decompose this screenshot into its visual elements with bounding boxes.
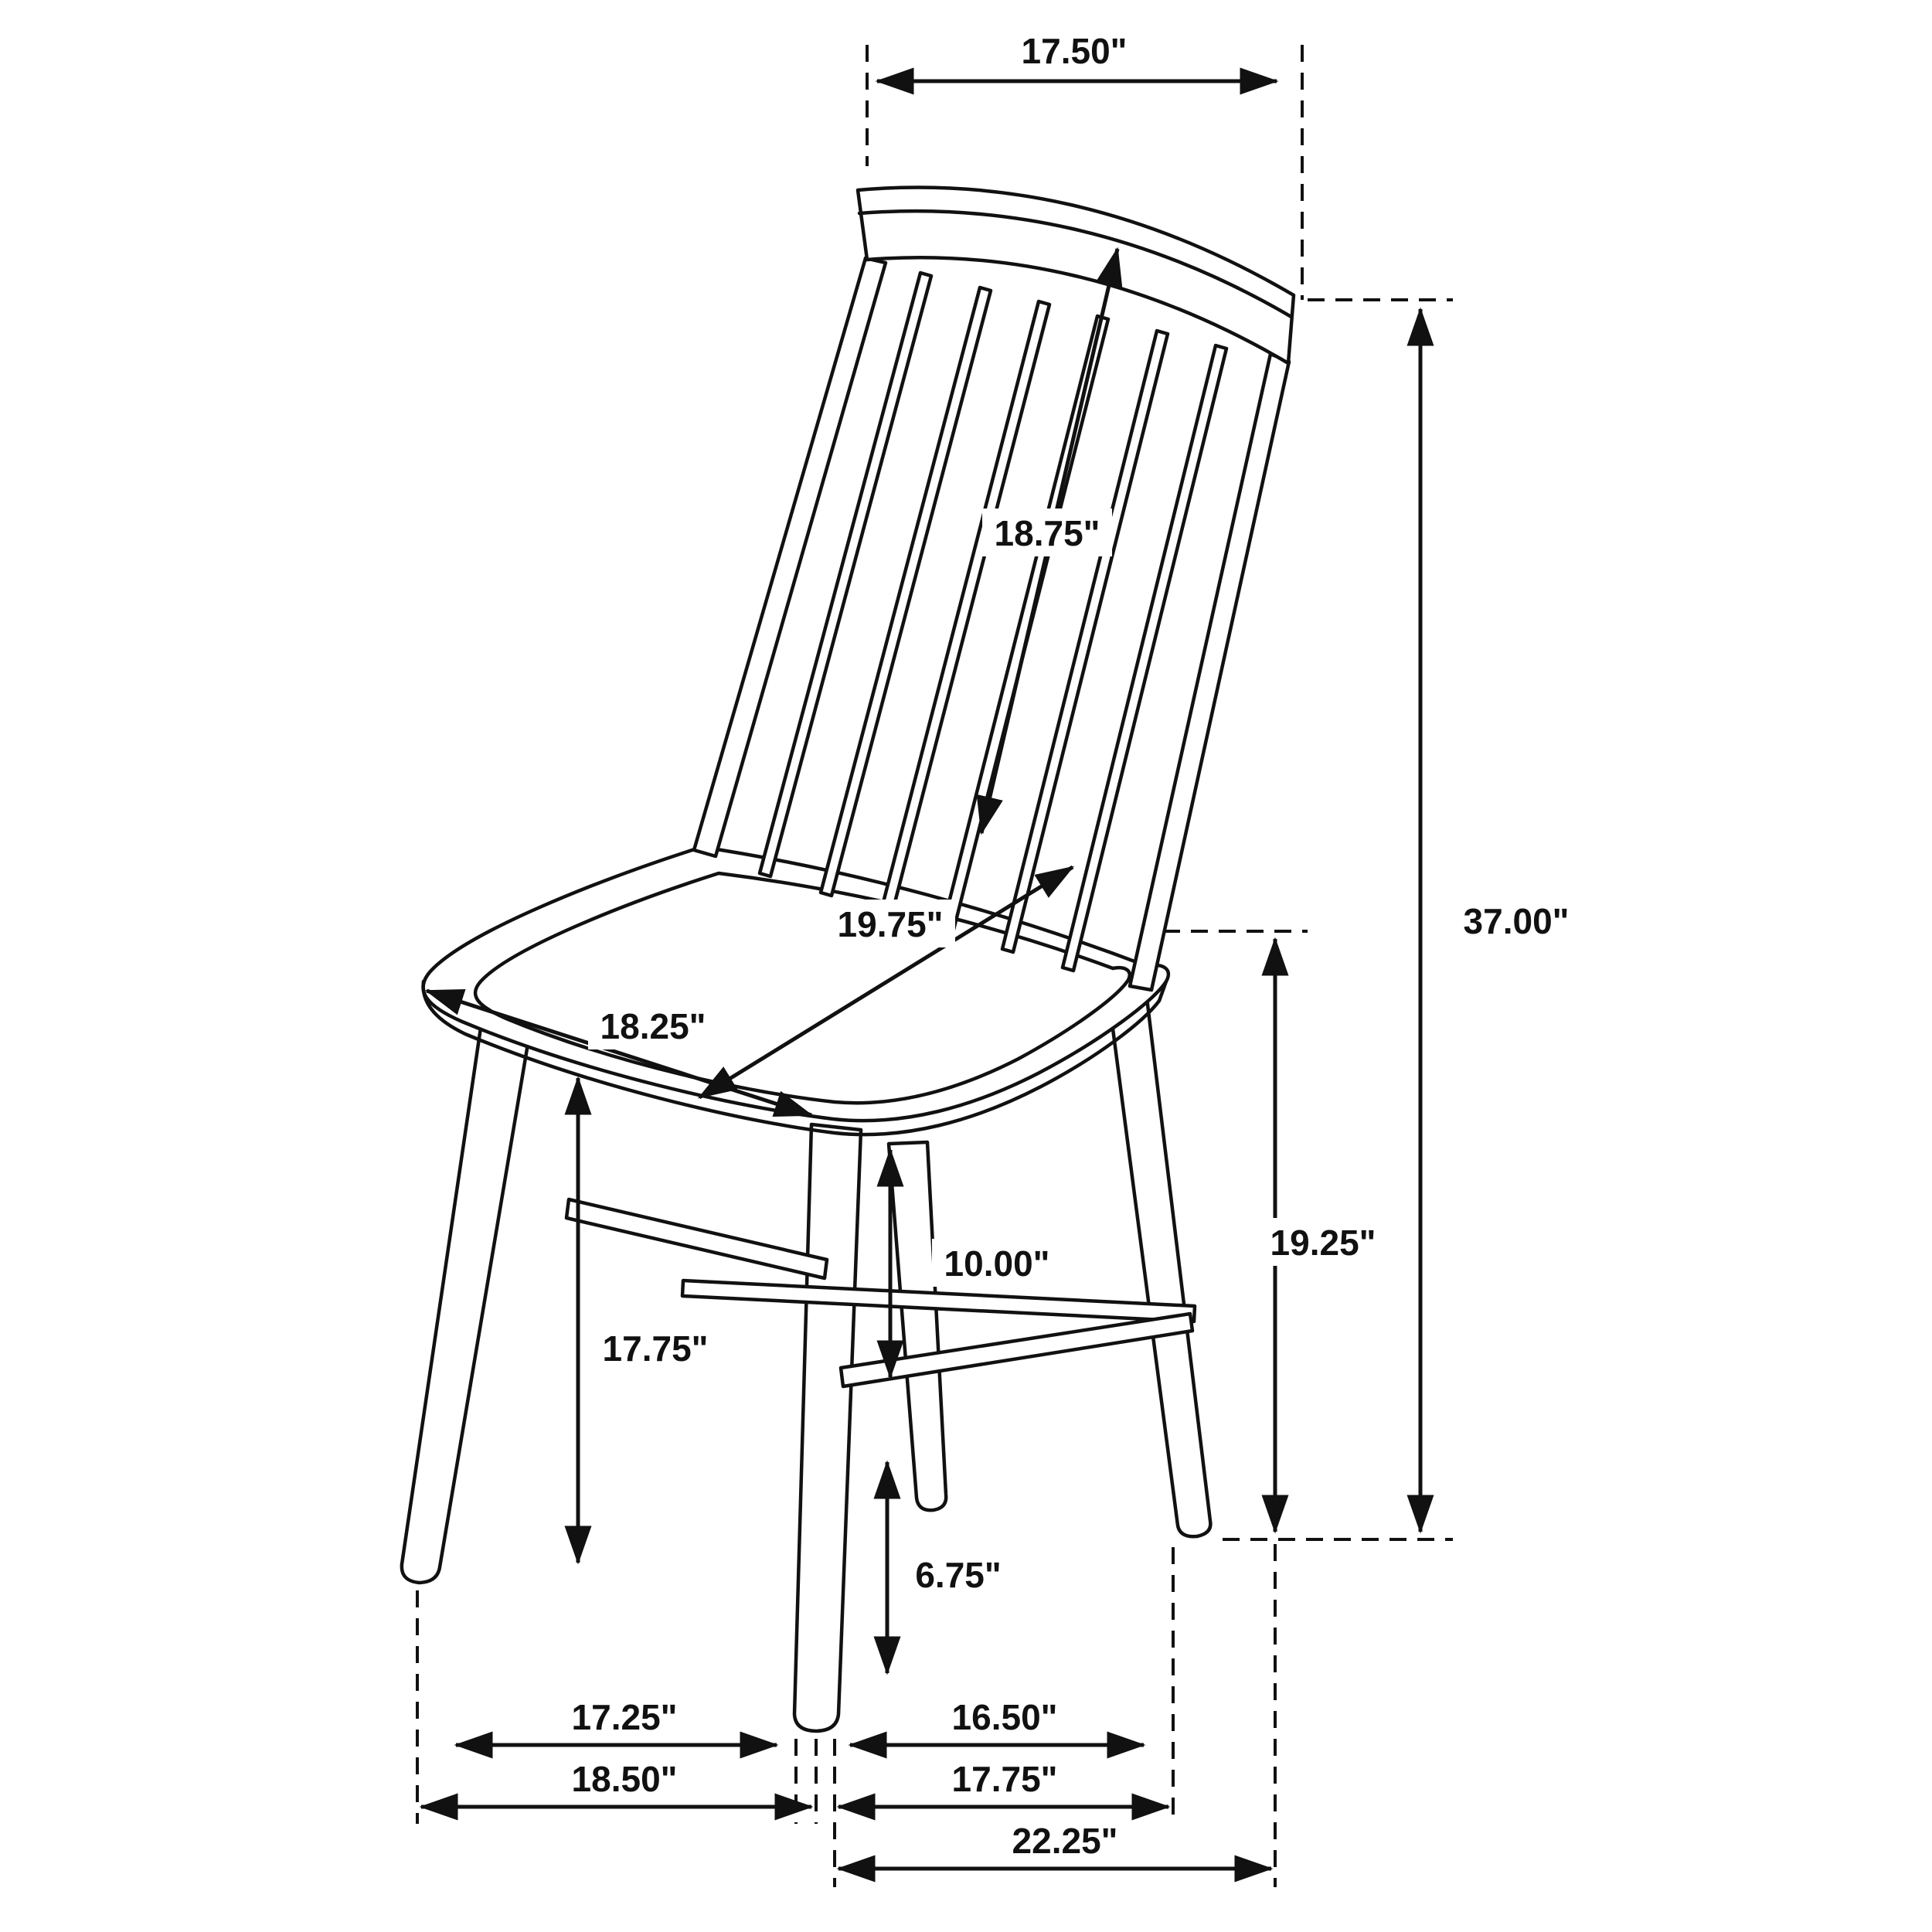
dim-side-legs-inner-label: 16.50" xyxy=(940,1692,1070,1740)
back-right-leg xyxy=(1104,979,1213,1539)
dim-seat-height-label: 19.25" xyxy=(1258,1218,1388,1266)
svg-text:10.00": 10.00" xyxy=(944,1243,1050,1284)
crest-rail-molding xyxy=(857,209,1294,319)
side-stretcher xyxy=(838,1311,1195,1389)
dim-backrest-height-label: 18.75" xyxy=(982,509,1112,556)
left-back-post xyxy=(692,256,888,859)
dim-back-top-width-label: 17.50" xyxy=(1009,26,1139,74)
svg-text:17.75": 17.75" xyxy=(952,1759,1058,1799)
svg-text:37.00": 37.00" xyxy=(1464,901,1570,941)
dim-seat-width-line xyxy=(424,988,814,1117)
dim-stretcher-to-floor-label: 6.75" xyxy=(898,1550,1019,1598)
dim-overall-depth-label: 22.25" xyxy=(1000,1816,1130,1864)
svg-text:17.75": 17.75" xyxy=(603,1328,709,1369)
svg-text:17.50": 17.50" xyxy=(1022,31,1128,71)
front-right-leg xyxy=(792,1122,863,1733)
dim-seat-to-stretcher-label: 10.00" xyxy=(932,1239,1062,1287)
cross-stretcher xyxy=(680,1278,1197,1324)
extension-lines xyxy=(416,45,1453,1887)
svg-text:19.25": 19.25" xyxy=(1270,1223,1376,1263)
svg-text:6.75": 6.75" xyxy=(915,1555,1001,1595)
svg-text:17.25": 17.25" xyxy=(572,1697,678,1737)
svg-text:16.50": 16.50" xyxy=(952,1697,1058,1737)
chair-drawing xyxy=(400,185,1296,1733)
svg-text:22.25": 22.25" xyxy=(1012,1821,1118,1861)
back-left-leg xyxy=(886,1140,948,1512)
dim-underseat-clearance-label: 17.75" xyxy=(590,1324,720,1372)
dim-side-legs-outer-label: 17.75" xyxy=(940,1754,1070,1802)
right-back-post xyxy=(1128,352,1291,992)
dimension-labels: 17.50" 18.75" 37.00" 19.75" 18.25" 19.25… xyxy=(560,26,1581,1864)
svg-text:18.50": 18.50" xyxy=(572,1759,678,1799)
front-left-leg xyxy=(400,1026,531,1585)
front-stretcher xyxy=(564,1197,829,1281)
svg-text:19.75": 19.75" xyxy=(838,904,944,944)
dim-front-legs-outer-label: 18.50" xyxy=(560,1754,689,1802)
dim-overall-height-label: 37.00" xyxy=(1451,896,1581,944)
svg-text:18.25": 18.25" xyxy=(600,1006,706,1046)
dim-seat-width-label: 18.25" xyxy=(588,1002,718,1049)
svg-text:18.75": 18.75" xyxy=(995,513,1100,553)
dim-front-legs-inner-label: 17.25" xyxy=(560,1692,689,1740)
dim-seat-depth-label: 19.75" xyxy=(825,900,955,947)
dimension-lines xyxy=(419,67,1434,1883)
